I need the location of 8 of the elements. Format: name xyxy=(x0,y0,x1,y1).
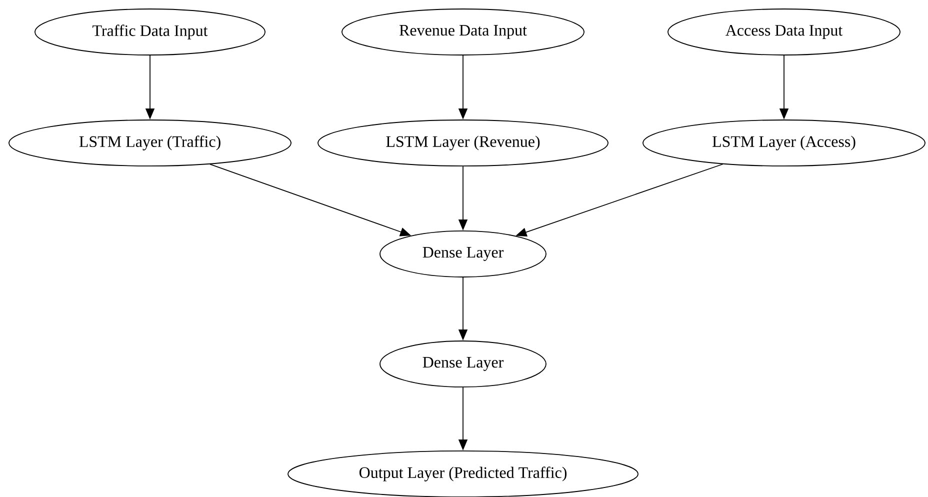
ellipse-node: Revenue Data Input xyxy=(342,8,584,56)
ellipse-node: LSTM Layer (Traffic) xyxy=(8,120,292,166)
ellipse-node: LSTM Layer (Revenue) xyxy=(318,120,608,166)
ellipse-node: Dense Layer xyxy=(380,230,546,278)
ellipse-node: Access Data Input xyxy=(668,8,900,56)
ellipse-node: Dense Layer xyxy=(380,340,546,388)
ellipse-node: LSTM Layer (Access) xyxy=(642,120,926,166)
ellipse-node: Traffic Data Input xyxy=(34,8,266,56)
